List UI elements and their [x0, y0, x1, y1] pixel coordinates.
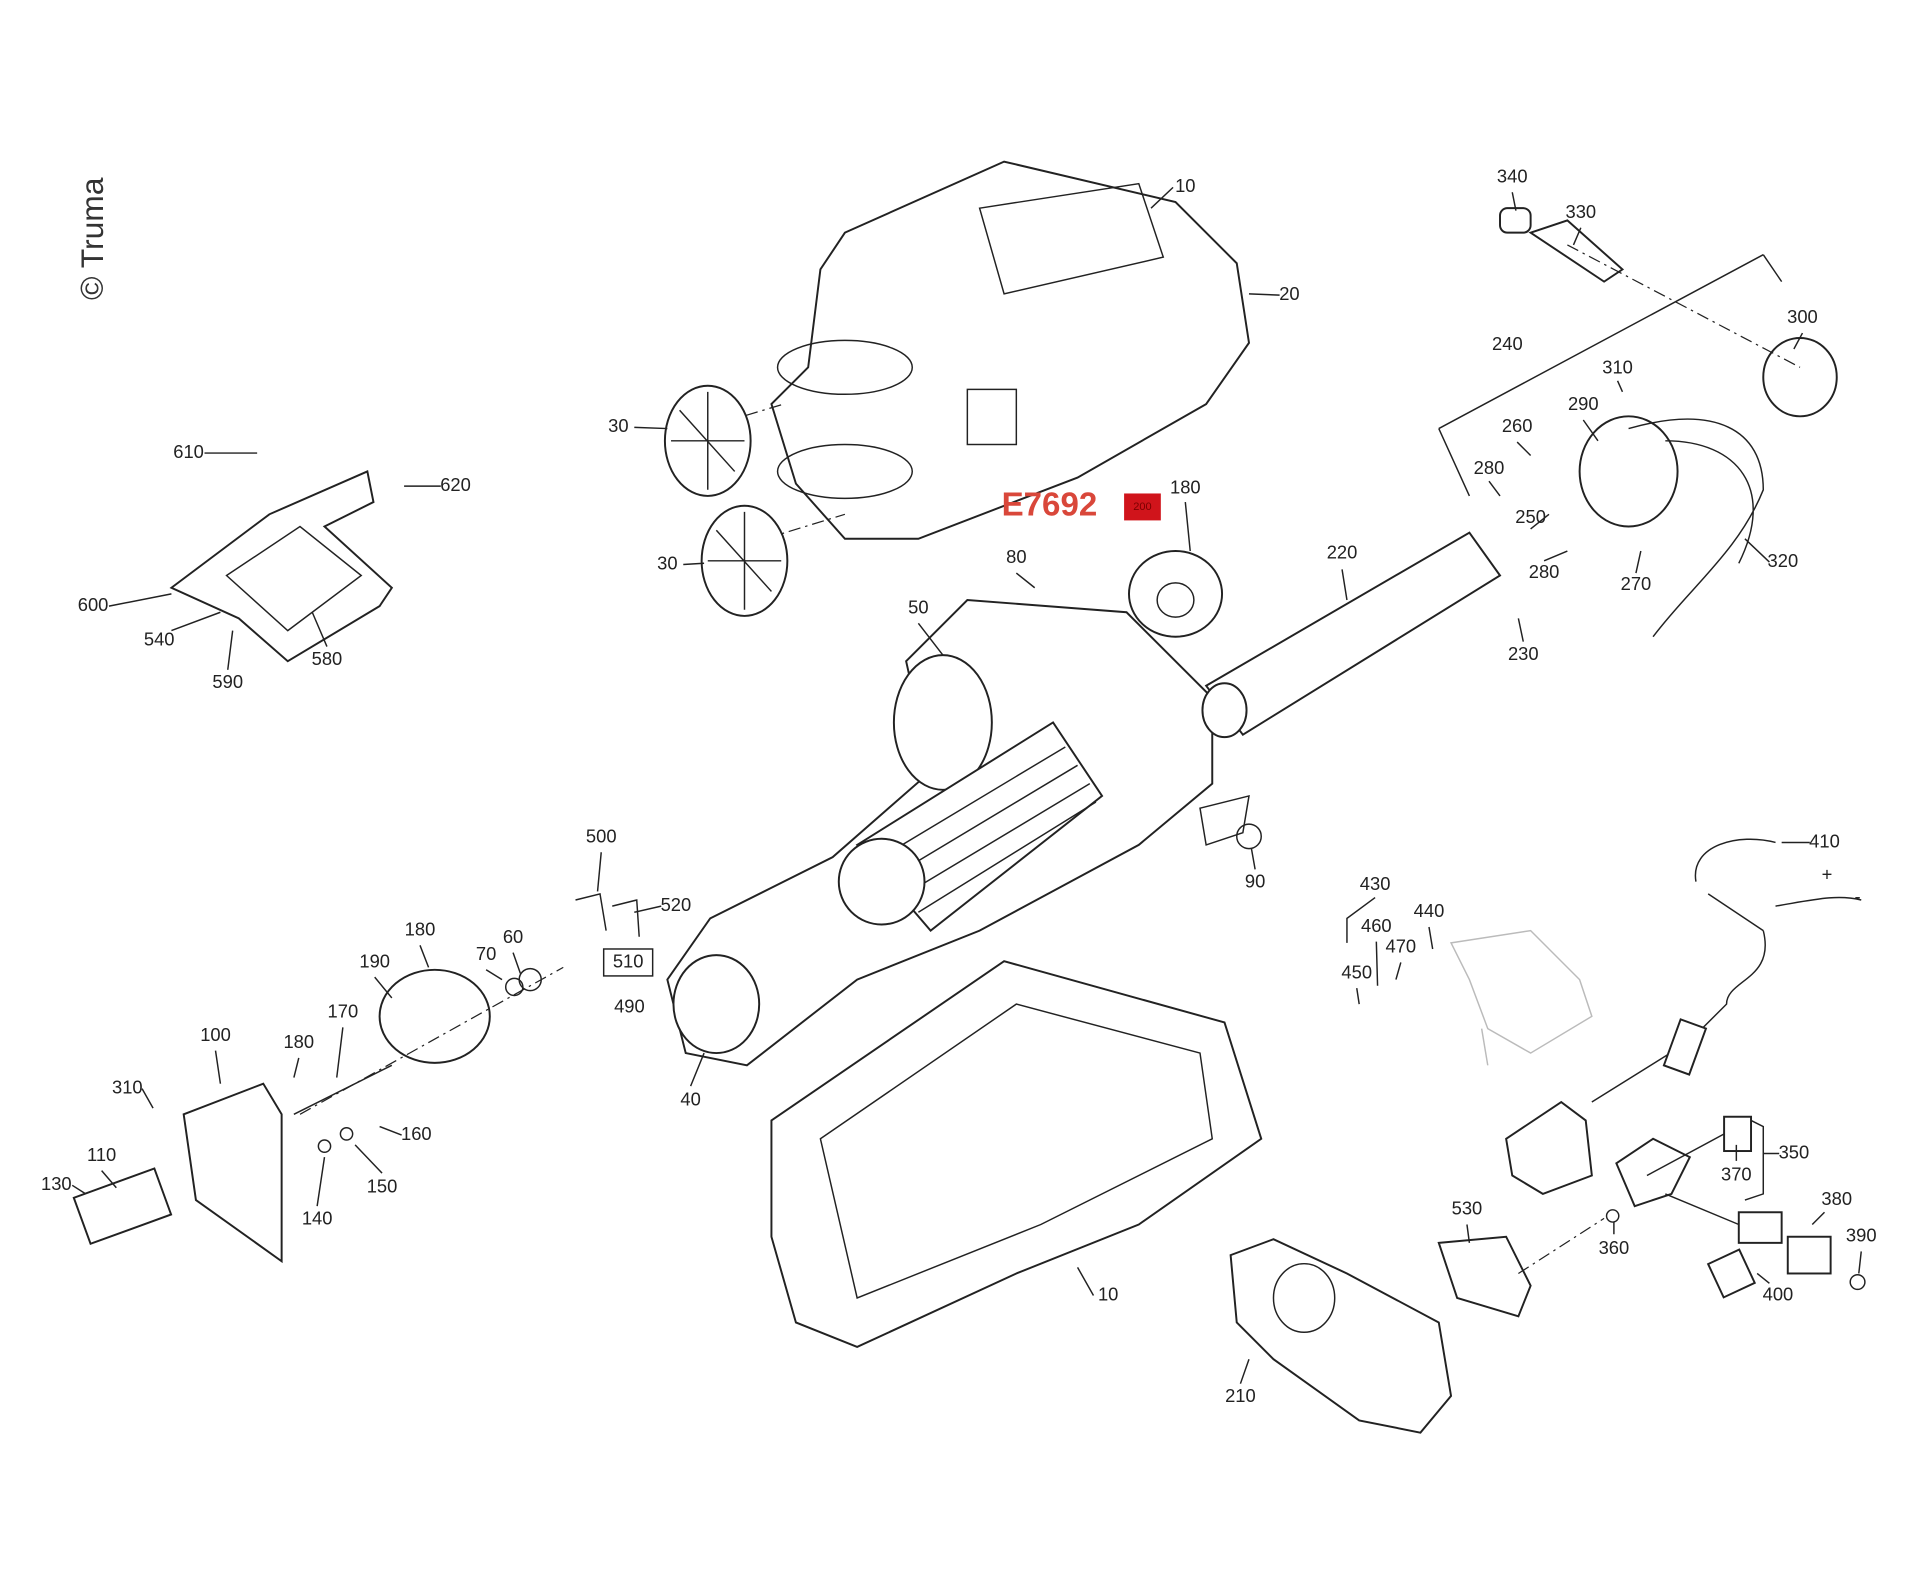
part-label: 140 — [302, 1207, 333, 1228]
part-label: 510 — [613, 950, 644, 971]
part-label: 280 — [1529, 561, 1560, 582]
leader-lines — [71, 186, 1862, 1384]
part-label: 580 — [312, 648, 343, 669]
part-label: 150 — [367, 1176, 398, 1197]
part-label: 340 — [1497, 165, 1528, 186]
part-label: 310 — [1602, 356, 1633, 377]
part-label: 270 — [1621, 573, 1652, 594]
part-label: 130 — [41, 1173, 72, 1194]
part-label: 60 — [503, 926, 523, 947]
highlight-code: E7692 — [1002, 487, 1098, 524]
part-label: 310 — [112, 1076, 143, 1097]
part-label: 30 — [608, 415, 628, 436]
part-label: 220 — [1327, 541, 1358, 562]
part-label: 490 — [614, 996, 645, 1017]
part-label: 180 — [283, 1031, 314, 1052]
part-label: 330 — [1566, 201, 1597, 222]
part-label: 380 — [1821, 1188, 1852, 1209]
part-label: 290 — [1568, 393, 1599, 414]
part-label: 80 — [1006, 546, 1026, 567]
part-label: 180 — [1170, 476, 1201, 497]
fan-wheel-200 — [1128, 550, 1224, 638]
part-label: 180 — [405, 918, 436, 939]
part-label: 100 — [200, 1024, 231, 1045]
part-label: 520 — [661, 894, 692, 915]
part-label: 230 — [1508, 643, 1539, 664]
part-label: 610 — [173, 441, 204, 462]
cover-plate-210 — [1229, 1238, 1453, 1434]
ring-90 — [1236, 823, 1262, 850]
part-label: 440 — [1414, 900, 1445, 921]
part-label: 20 — [1279, 283, 1299, 304]
part-label: 470 — [1386, 936, 1417, 957]
copyright-text: © Truma — [74, 177, 110, 300]
burner-assembly-240 — [1438, 207, 1838, 638]
part-label: 400 — [1763, 1283, 1794, 1304]
part-label: 40 — [680, 1089, 700, 1110]
polarity-plus: + — [1822, 863, 1833, 884]
clip-510 — [575, 892, 654, 977]
part-label: 450 — [1341, 961, 1372, 982]
part-label: 110 — [87, 1144, 116, 1165]
part-label: 540 — [144, 628, 175, 649]
control-box-part — [169, 470, 394, 663]
control-unit-ghost — [1449, 929, 1593, 1066]
part-label: 390 — [1846, 1225, 1877, 1246]
part-label: 250 — [1515, 506, 1546, 527]
part-label: 240 — [1492, 333, 1523, 354]
tube-220 — [1201, 531, 1502, 739]
highlight-tag-text: 200 — [1133, 501, 1151, 513]
part-label: 160 — [401, 1123, 432, 1144]
part-label: 70 — [476, 943, 496, 964]
part-label: 430 — [1360, 873, 1391, 894]
part-label: 90 — [1245, 871, 1265, 892]
part-label: 500 — [586, 825, 617, 846]
part-label: 260 — [1502, 415, 1533, 436]
part-530 — [1437, 1217, 1605, 1318]
part-label: 30 — [657, 552, 677, 573]
heat-exchanger-part — [666, 598, 1250, 1067]
blower-assembly — [72, 966, 564, 1264]
part-label: 10 — [1175, 175, 1195, 196]
ignition-assembly-350 — [1505, 1100, 1866, 1299]
part-label: 530 — [1452, 1198, 1483, 1219]
part-label: 170 — [328, 1001, 359, 1022]
highlight-tag[interactable] — [1124, 493, 1161, 521]
polarity-minus: - — [1855, 885, 1861, 906]
part-label: 600 — [78, 594, 109, 615]
cable-harness-410 — [1591, 838, 1862, 1103]
part-label: 460 — [1361, 915, 1392, 936]
part-labels: 10 20 30 30 340 330 300 240 310 290 260 … — [41, 165, 1877, 1406]
part-label: 590 — [212, 671, 243, 692]
bottom-tray-part — [770, 960, 1263, 1349]
part-label: 350 — [1779, 1141, 1810, 1162]
part-label: 410 — [1809, 830, 1840, 851]
part-label: 320 — [1768, 550, 1799, 571]
part-label: 370 — [1721, 1163, 1752, 1184]
part-label: 620 — [440, 474, 471, 495]
top-cover-part — [722, 160, 1251, 540]
part-label: 210 — [1225, 1385, 1256, 1406]
part-label: 360 — [1599, 1237, 1630, 1258]
grille-30-upper — [663, 384, 752, 497]
part-label: 190 — [359, 950, 390, 971]
part-label: 50 — [908, 596, 928, 617]
grille-30-lower — [700, 504, 789, 617]
part-label: 10 — [1098, 1283, 1118, 1304]
part-label: 300 — [1787, 306, 1818, 327]
part-label: 280 — [1474, 457, 1505, 478]
